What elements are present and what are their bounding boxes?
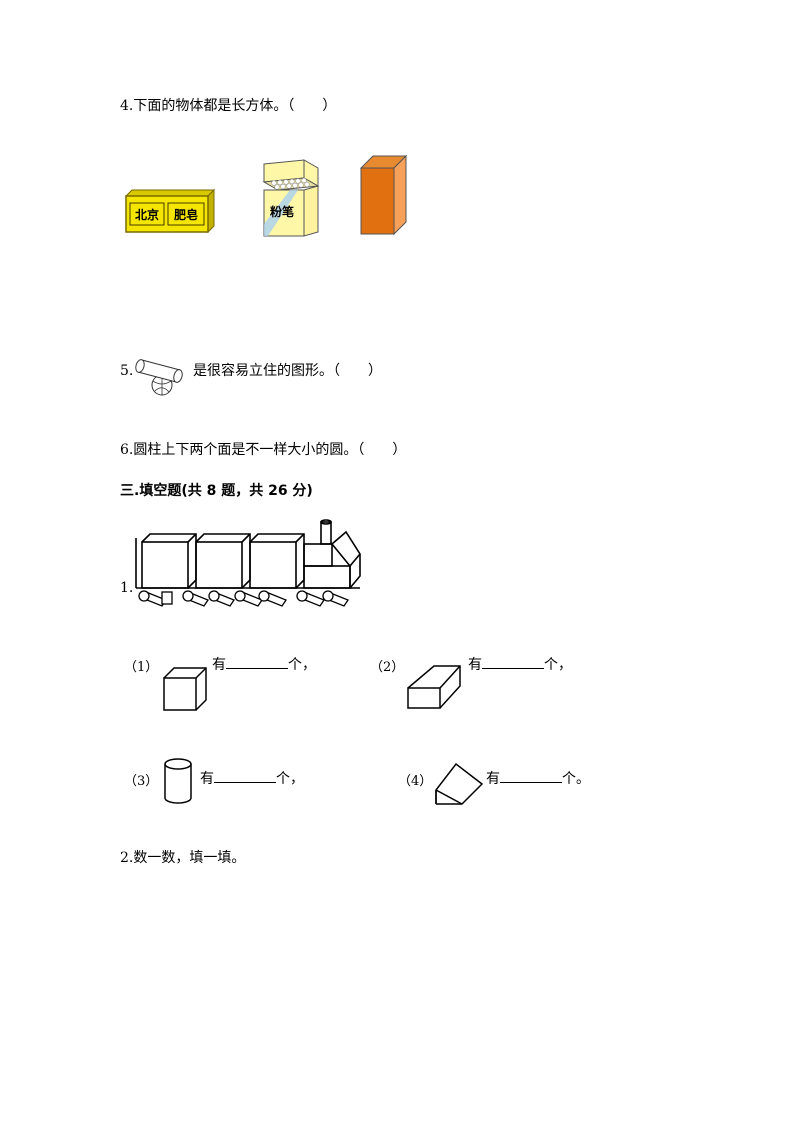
fill-item-3-text: 有个，: [200, 770, 304, 787]
cylinder-icon: [164, 758, 192, 804]
soap-label-2: 肥皂: [174, 207, 198, 222]
triangular-prism-icon: [435, 762, 484, 805]
block-train-image: [135, 519, 361, 607]
question-6-text: 6.圆柱上下两个面是不一样大小的圆。（ ）: [120, 442, 407, 458]
section-3-heading: 三.填空题(共 8 题，共 26 分): [120, 483, 313, 499]
fill-item-4-label: （4）: [398, 774, 433, 789]
question-5-text: 是很容易立住的图形。（ ）: [193, 363, 382, 379]
fill-item-1-blank[interactable]: [226, 656, 288, 669]
chalk-box-image: 粉笔: [262, 159, 320, 237]
fill-2-text: 2.数一数，填一填。: [120, 850, 246, 866]
cuboid-icon: [407, 665, 461, 709]
fill-item-4-blank[interactable]: [500, 770, 562, 783]
fill-item-2-blank[interactable]: [482, 656, 544, 669]
fill-item-2-label: （2）: [370, 660, 405, 675]
orange-prism-image: [359, 154, 408, 236]
soap-box-image: 北京 肥皂: [124, 188, 216, 234]
cube-icon: [163, 667, 207, 711]
chalk-label: 粉笔: [270, 204, 294, 219]
fill-item-1-label: （1）: [124, 660, 159, 675]
fill-item-4-text: 有个。: [486, 770, 590, 787]
fill-item-1-text: 有个，: [212, 656, 316, 673]
question-4-text: 4.下面的物体都是长方体。（ ）: [120, 98, 337, 114]
fill-item-3-blank[interactable]: [214, 770, 276, 783]
fill-item-3-label: （3）: [124, 774, 159, 789]
fill-item-2-text: 有个，: [468, 656, 572, 673]
cylinder-on-ball-image: [135, 359, 183, 396]
soap-label-1: 北京: [135, 207, 159, 222]
question-5-number: 5.: [120, 363, 134, 379]
fill-1-number: 1.: [120, 580, 134, 596]
